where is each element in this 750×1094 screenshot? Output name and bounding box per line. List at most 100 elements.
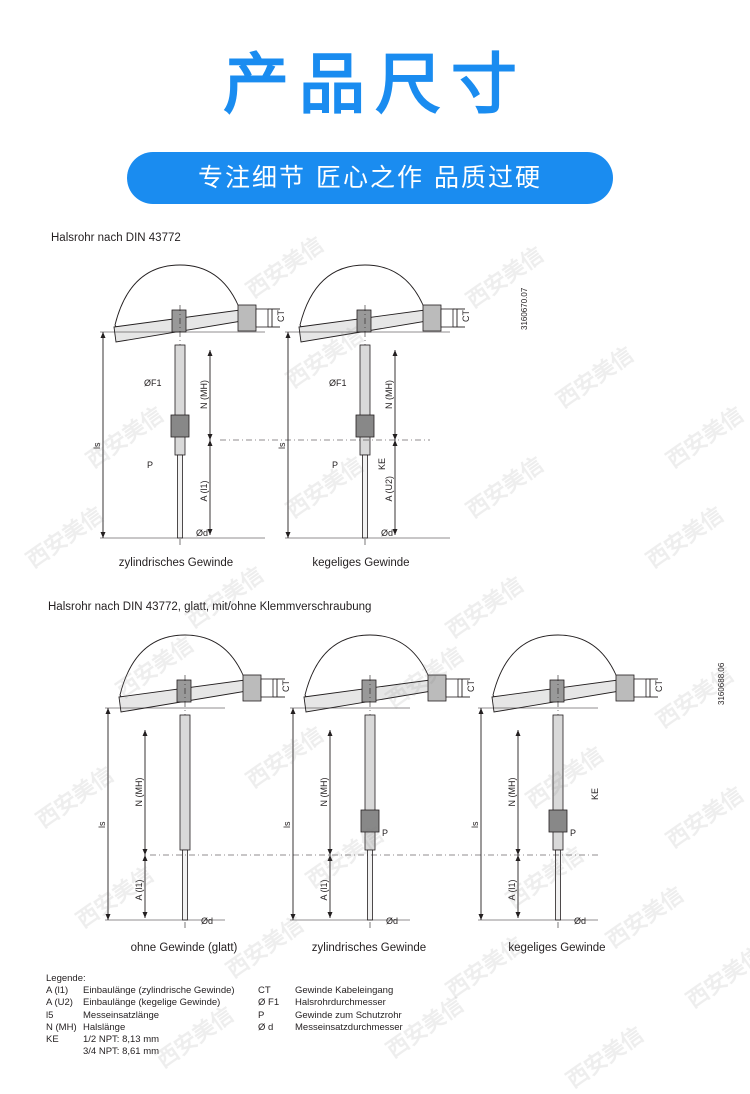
cable-gland bbox=[427, 674, 447, 702]
cable-gland bbox=[422, 304, 442, 332]
neck-length-dimension-label: N (MH) bbox=[384, 380, 394, 409]
legend: Legende: A (l1)Einbaulänge (zylindrische… bbox=[46, 973, 403, 1058]
caption-kegelig-2: kegeliges Gewinde bbox=[508, 942, 606, 954]
insertion-length-dimension-arrow bbox=[327, 912, 333, 918]
f1-label: ØF1 bbox=[329, 378, 347, 388]
section2-heading: Halsrohr nach DIN 43772, glatt, mit/ohne… bbox=[48, 601, 372, 613]
legend-value: 1/2 NPT: 8,13 mm bbox=[83, 1034, 160, 1046]
head-cover bbox=[119, 634, 246, 708]
measuring-insert bbox=[177, 454, 183, 539]
insertion-length-dimension-arrow bbox=[392, 440, 398, 446]
insertion-length-dimension-label: A (l1) bbox=[507, 879, 517, 900]
legend-key: KE bbox=[46, 1034, 59, 1046]
terminal-block bbox=[356, 309, 372, 333]
insertion-length-dimension-label: A (l1) bbox=[199, 480, 209, 501]
terminal-block bbox=[361, 679, 377, 703]
neck-length-dimension-arrow bbox=[142, 849, 148, 855]
ct-label: CT bbox=[276, 310, 286, 322]
measuring-insert bbox=[362, 454, 368, 539]
insertion-length-dimension-arrow bbox=[207, 440, 213, 446]
p-label: P bbox=[382, 828, 388, 838]
caption-zylindrisch-1: zylindrisches Gewinde bbox=[118, 557, 234, 569]
neck-length-dimension-arrow bbox=[207, 434, 213, 440]
legend-title: Legende: bbox=[46, 973, 86, 984]
ls-dimension-arrow bbox=[285, 332, 291, 338]
insertion-length-dimension-arrow bbox=[142, 855, 148, 861]
ct-label: CT bbox=[281, 680, 291, 692]
legend-item: N (MH)Halslänge bbox=[46, 1022, 258, 1034]
legend-key: Ø F1 bbox=[258, 997, 280, 1009]
ls-dimension-arrow bbox=[100, 532, 106, 538]
p-label: P bbox=[570, 828, 576, 838]
insertion-length-dimension-label: A (l1) bbox=[134, 879, 144, 900]
ls-dimension-arrow bbox=[105, 914, 111, 920]
legend-value: Halsrohrdurchmesser bbox=[295, 997, 386, 1009]
legend-key: A (U2) bbox=[46, 997, 73, 1009]
caption-kegelig-1: kegeliges Gewinde bbox=[312, 557, 410, 569]
neck-length-dimension-arrow bbox=[142, 730, 148, 736]
legend-value: Messeinsatzdurchmesser bbox=[295, 1021, 403, 1033]
neck-length-dimension-label: N (MH) bbox=[507, 778, 517, 807]
d-label: Ød bbox=[196, 528, 208, 538]
p-label: P bbox=[332, 460, 338, 470]
neck-length-dimension-arrow bbox=[392, 350, 398, 356]
ls-dimension-arrow bbox=[100, 332, 106, 338]
cable-gland bbox=[237, 304, 257, 332]
legend-item: A (l1)Einbaulänge (zylindrische Gewinde) bbox=[46, 985, 258, 997]
ke-label: KE bbox=[590, 788, 600, 800]
ct-label: CT bbox=[461, 310, 471, 322]
legend-value: Messeinsatzlänge bbox=[83, 1009, 160, 1021]
legend-key bbox=[46, 1046, 83, 1058]
ls-dimension-arrow bbox=[290, 708, 296, 714]
neck-length-dimension-arrow bbox=[515, 730, 521, 736]
cable-gland bbox=[615, 674, 635, 702]
process-thread bbox=[548, 809, 568, 833]
insertion-length-dimension-arrow bbox=[392, 529, 398, 535]
legend-item: 3/4 NPT: 8,61 mm bbox=[46, 1046, 258, 1058]
insertion-length-dimension-arrow bbox=[327, 855, 333, 861]
connection-head bbox=[491, 634, 658, 713]
measuring-insert bbox=[367, 849, 373, 921]
measuring-insert bbox=[555, 849, 561, 921]
caption-ohne-gewinde: ohne Gewinde (glatt) bbox=[130, 942, 238, 954]
insertion-length-dimension-label: A (l1) bbox=[319, 879, 329, 900]
connection-head bbox=[113, 264, 280, 343]
connection-head bbox=[303, 634, 470, 713]
neck-length-dimension-arrow bbox=[515, 849, 521, 855]
legend-value: Einbaulänge (kegelige Gewinde) bbox=[83, 997, 221, 1009]
cable-thread bbox=[255, 308, 269, 328]
slogan-banner: 专注细节 匠心之作 品质过硬 bbox=[127, 152, 613, 204]
ls-dimension-arrow bbox=[105, 708, 111, 714]
process-thread bbox=[170, 414, 190, 438]
neck-length-dimension-arrow bbox=[327, 849, 333, 855]
measuring-insert bbox=[182, 849, 188, 921]
ls-dimension-label: ls bbox=[97, 821, 107, 828]
insertion-length-dimension-arrow bbox=[515, 912, 521, 918]
process-thread bbox=[355, 414, 375, 438]
legend-key: P bbox=[258, 1009, 265, 1021]
ls-dimension-arrow bbox=[478, 708, 484, 714]
d-label: Ød bbox=[201, 916, 213, 926]
legend-item: CT Gewinde Kabeleingang bbox=[258, 985, 403, 997]
cable-thread bbox=[445, 678, 459, 698]
process-thread bbox=[360, 809, 380, 833]
connection-head bbox=[118, 634, 285, 713]
head-cover bbox=[492, 634, 619, 708]
insertion-length-dimension-arrow bbox=[207, 529, 213, 535]
legend-key: CT bbox=[258, 985, 271, 997]
legend-item: A (U2) Einbaulänge (kegelige Gewinde) bbox=[46, 997, 258, 1009]
cable-thread bbox=[260, 678, 274, 698]
ct-label: CT bbox=[654, 680, 664, 692]
neck-length-dimension-label: N (MH) bbox=[134, 778, 144, 807]
insertion-length-dimension-arrow bbox=[515, 855, 521, 861]
page-title: 产品尺寸 bbox=[223, 46, 527, 123]
insertion-length-dimension-label: A (U2) bbox=[384, 476, 394, 502]
legend-value: Gewinde zum Schutzrohr bbox=[295, 1009, 402, 1021]
head-cover bbox=[114, 264, 241, 338]
ls-dimension-arrow bbox=[478, 914, 484, 920]
ke-label: KE bbox=[377, 458, 387, 470]
legend-item: P Gewinde zum Schutzrohr bbox=[258, 1010, 403, 1022]
ls-dimension-label: ls bbox=[470, 821, 480, 828]
legend-value: Gewinde Kabeleingang bbox=[295, 985, 394, 997]
